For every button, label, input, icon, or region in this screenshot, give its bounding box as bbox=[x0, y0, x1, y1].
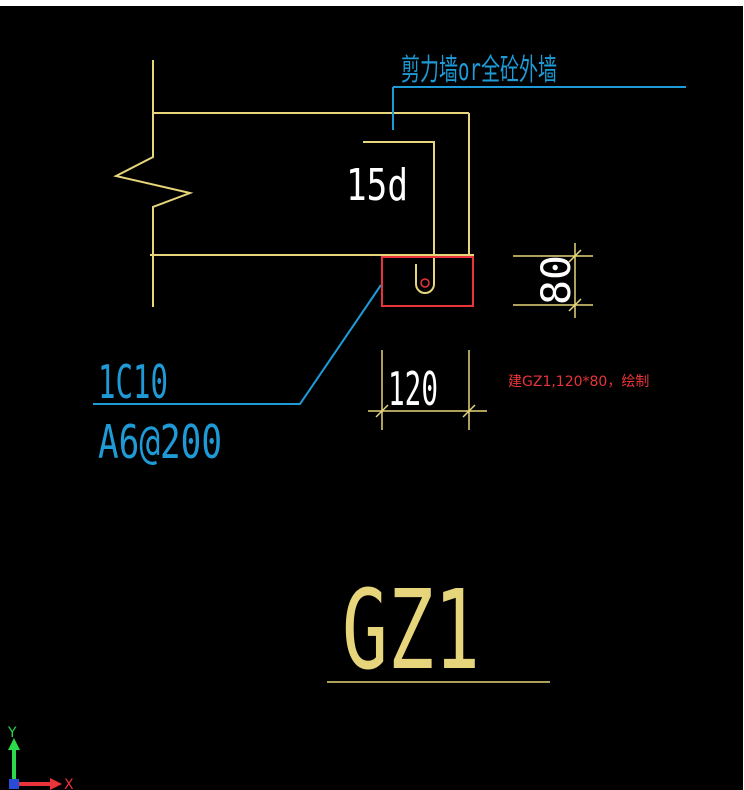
dim-vertical-group bbox=[513, 243, 593, 318]
column-name-text[interactable]: GZ1 bbox=[342, 566, 480, 694]
rebar-dot-icon bbox=[420, 278, 430, 288]
rebar-main-text[interactable]: 1C10 bbox=[98, 355, 168, 409]
rebar-leader-line bbox=[93, 284, 382, 405]
y-arrowhead-icon bbox=[8, 738, 20, 750]
dim-horizontal-group bbox=[368, 350, 487, 430]
x-arrowhead-icon bbox=[50, 778, 62, 790]
rebar-note-leader bbox=[93, 284, 382, 405]
instruction-note: 建GZ1,120*80，绘制 bbox=[508, 374, 649, 390]
rebar-stirrup-text[interactable]: A6@200 bbox=[98, 415, 222, 469]
anchor-length-text[interactable]: 15d bbox=[346, 160, 408, 211]
y-axis-label: Y bbox=[7, 725, 17, 741]
wall-note-text[interactable]: 剪力墙or全砼外墙 bbox=[401, 53, 557, 88]
dim-v-tick-bottom bbox=[568, 298, 582, 312]
gz1-column-highlight[interactable] bbox=[381, 256, 474, 307]
origin-square-icon bbox=[9, 779, 19, 789]
x-axis-label: X bbox=[64, 777, 74, 790]
dim-v-tick-top bbox=[568, 249, 582, 263]
dim-horizontal-text[interactable]: 120 bbox=[388, 362, 438, 416]
wall-note-leader bbox=[392, 86, 686, 130]
dim-vertical-text[interactable]: 80 bbox=[534, 255, 580, 305]
ucs-axis-icon: Y X bbox=[7, 725, 74, 790]
anchor-hook-rebar bbox=[363, 141, 435, 294]
wall-outline bbox=[113, 60, 474, 307]
wall-break-line bbox=[113, 60, 194, 307]
dim-h-tick-right bbox=[462, 404, 476, 418]
dim-h-tick-left bbox=[375, 404, 389, 418]
